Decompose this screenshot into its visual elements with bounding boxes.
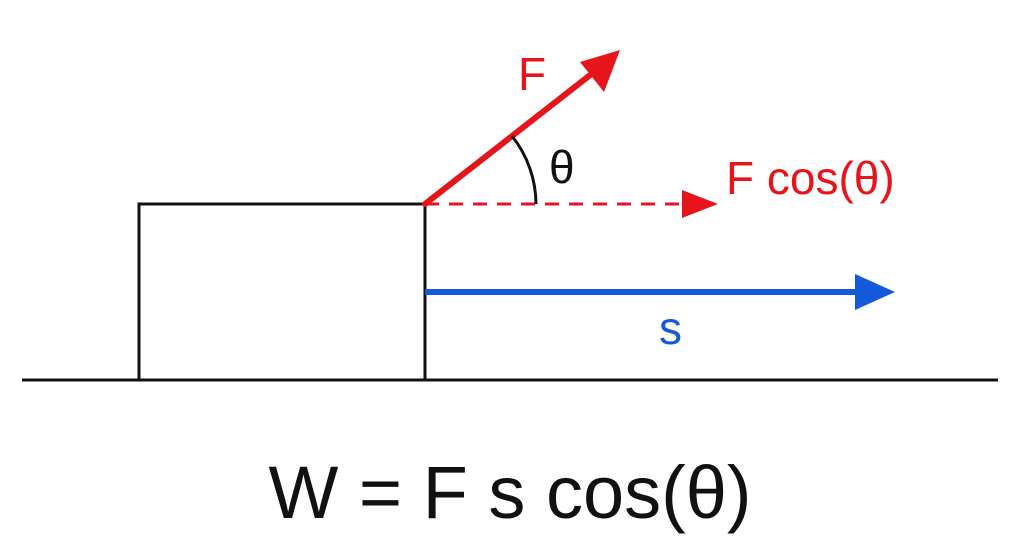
force-vector-arrowhead	[580, 50, 620, 92]
work-formula: W = F s cos(θ)	[268, 451, 751, 534]
force-label: F	[518, 48, 546, 100]
horizontal-component-arrowhead	[682, 190, 718, 218]
force-vector-line	[422, 69, 597, 207]
displacement-arrowhead	[855, 274, 895, 310]
displacement-label: s	[659, 302, 682, 354]
horizontal-component-label: F cos(θ)	[726, 152, 895, 204]
block	[137, 202, 427, 382]
angle-label: θ	[549, 141, 575, 193]
angle-arc	[510, 135, 538, 205]
